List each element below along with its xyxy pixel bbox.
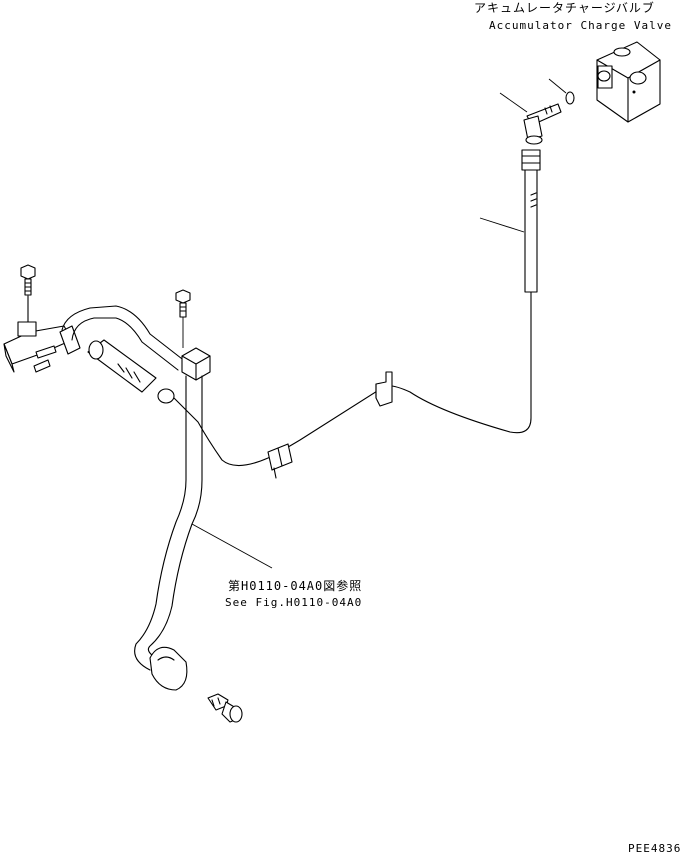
lower-clip bbox=[267, 443, 293, 479]
elbow-leader bbox=[499, 92, 528, 113]
reference-leader bbox=[191, 523, 273, 569]
tube-main bbox=[173, 291, 532, 467]
tube-clamp bbox=[181, 347, 211, 381]
upper-bolt bbox=[20, 264, 36, 296]
clamp-bolt bbox=[175, 289, 191, 348]
elbow-fitting bbox=[523, 103, 562, 145]
manifold-block bbox=[3, 295, 73, 373]
hose-assembly bbox=[59, 305, 187, 404]
reference-label-jp: 第H0110-04A0図参照 bbox=[228, 579, 363, 593]
o-ring-leader bbox=[548, 78, 567, 94]
mid-clip bbox=[375, 371, 393, 407]
accumulator-charge-valve bbox=[596, 41, 661, 123]
vertical-hose bbox=[521, 149, 541, 293]
drawing-code: PEE4836 bbox=[628, 842, 682, 855]
accumulator-label-en: Accumulator Charge Valve bbox=[489, 19, 672, 32]
o-ring bbox=[565, 91, 575, 105]
pipe-down-outer bbox=[134, 375, 187, 671]
accumulator-label-jp: アキュムレータチャージバルブ bbox=[474, 1, 655, 15]
pipe-down-inner bbox=[147, 375, 203, 661]
lower-bolt bbox=[207, 693, 243, 723]
lower-flange bbox=[149, 646, 188, 691]
reference-label-en: See Fig.H0110-04A0 bbox=[225, 596, 363, 609]
hose-leader bbox=[479, 217, 525, 233]
